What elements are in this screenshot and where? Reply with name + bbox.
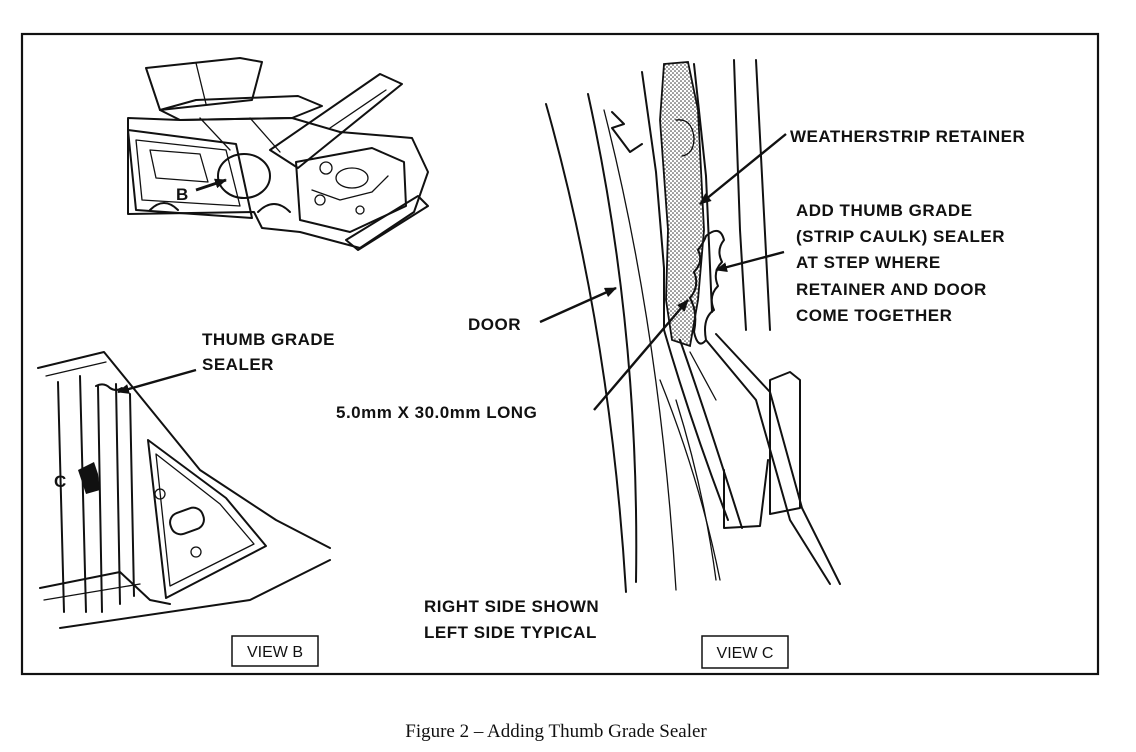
door-label: DOOR — [468, 315, 521, 334]
view-b-illustration — [37, 351, 331, 629]
view-c-direction-arrow — [78, 462, 100, 494]
view-b-box — [231, 635, 319, 667]
thumb-grade-sealer-label-line1: THUMB GRADE — [202, 330, 335, 349]
marker-c: C — [54, 472, 67, 491]
figure-caption: Figure 2 – Adding Thumb Grade Sealer — [405, 721, 707, 742]
thumb-grade-sealer-label-line2: SEALER — [202, 355, 274, 374]
car-overview-illustration — [127, 57, 429, 251]
add-thumb-grade-label-line2: (STRIP CAULK) SEALER — [796, 227, 1005, 246]
view-b-label: VIEW B — [247, 644, 303, 661]
add-thumb-grade-label-line1: ADD THUMB GRADE — [796, 201, 973, 220]
left-side-typical-label: LEFT SIDE TYPICAL — [424, 623, 597, 642]
figure-frame — [20, 32, 1100, 676]
add-thumb-grade-label-line3: AT STEP WHERE — [796, 253, 941, 272]
view-c-box — [701, 635, 789, 669]
view-b-zoom-circle — [217, 153, 271, 199]
weatherstrip-retainer-label: WEATHERSTRIP RETAINER — [790, 127, 1025, 146]
add-thumb-grade-label-line5: COME TOGETHER — [796, 306, 952, 325]
dimension-label: 5.0mm X 30.0mm LONG — [336, 403, 537, 422]
right-side-shown-label: RIGHT SIDE SHOWN — [424, 597, 599, 616]
add-thumb-grade-label-line4: RETAINER AND DOOR — [796, 280, 987, 299]
marker-b: B — [176, 185, 189, 204]
view-c-illustration — [539, 59, 841, 593]
view-c-label: VIEW C — [717, 645, 774, 662]
